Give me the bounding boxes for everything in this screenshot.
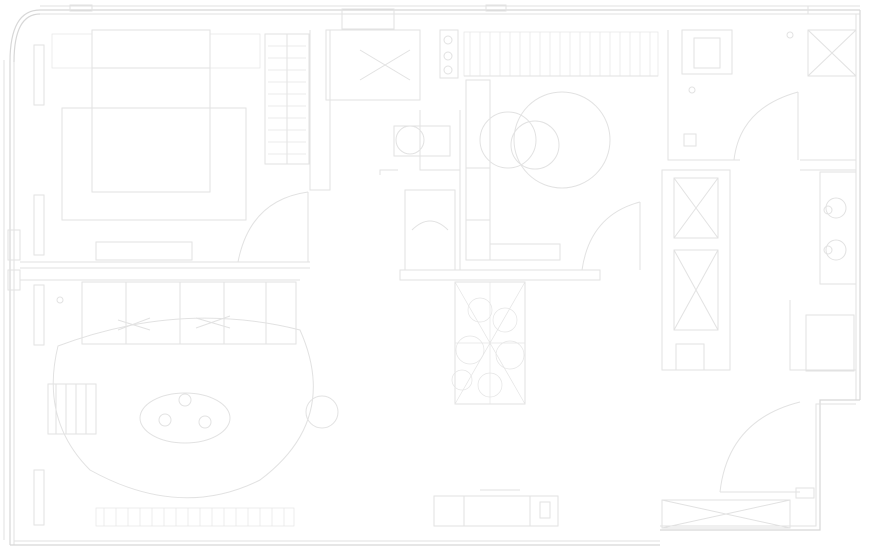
- left-dimensions: [3, 44, 45, 540]
- outer-walls: [9, 9, 861, 546]
- bedroom: [20, 29, 331, 269]
- top-dimensions: [40, 4, 860, 30]
- dining-room: [399, 31, 659, 281]
- kitchen-area: [661, 29, 857, 529]
- entry-rug: [451, 281, 526, 405]
- living-room: [20, 279, 339, 527]
- bathroom-1: [325, 29, 461, 271]
- bottom-cabinet: [433, 489, 559, 527]
